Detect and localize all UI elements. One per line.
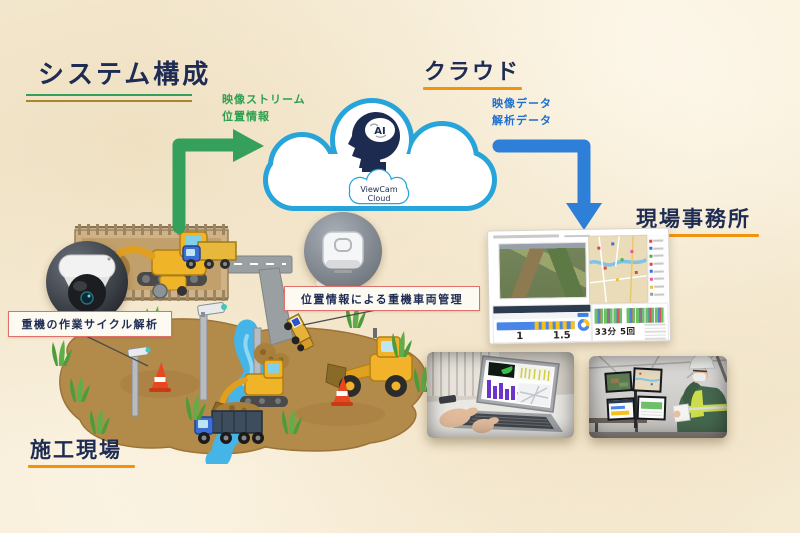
hands (439, 407, 499, 434)
paper (672, 403, 691, 423)
phone-icon (438, 395, 457, 404)
viewcam-cloud-logo: ViewCam Cloud (348, 168, 410, 205)
upload-flow-line2: 位置情報 (222, 110, 270, 123)
map-marker (597, 246, 601, 250)
stripe-chart-block (626, 307, 665, 324)
floor (589, 432, 727, 438)
site-office-underline (635, 234, 759, 237)
laptop-analysis-photo (427, 352, 574, 438)
raised-arm (683, 381, 701, 406)
monitor-stand (634, 368, 637, 428)
pane-button (577, 312, 589, 318)
gps-truck-icon (284, 313, 314, 352)
helmet-icon (688, 356, 716, 370)
download-flow-line2: 解析データ (492, 114, 552, 127)
map-marker (620, 258, 624, 262)
upload-flow-label: 映像ストリーム 位置情報 (222, 91, 306, 125)
camera-analysis-callout: 重機の作業サイクル解析 (8, 311, 172, 337)
map-marker (615, 278, 619, 282)
dump-truck-icon (182, 241, 237, 269)
construction-site-illustration (52, 224, 434, 464)
ai-label: AI (374, 126, 385, 137)
map-marker (611, 242, 615, 246)
laptop-icon (453, 355, 563, 432)
map-pane (588, 234, 649, 304)
window-title-placeholder (493, 234, 560, 239)
download-arrow (492, 139, 602, 230)
stripe-chart-block (594, 308, 623, 324)
cycle-donut-chart (577, 318, 590, 332)
worker (672, 356, 727, 438)
map-marker (630, 250, 634, 254)
desk (589, 418, 647, 423)
map-marker (603, 266, 607, 270)
title-underline (26, 94, 192, 102)
pane-toolbar (493, 311, 591, 320)
monitor-wall (604, 367, 667, 421)
gps-management-callout: 位置情報による重機車両管理 (284, 286, 480, 311)
cycle-average-value: 1.5 (552, 330, 571, 342)
wheel-loader-icon (325, 328, 413, 397)
download-flow-line1: 映像データ (492, 97, 552, 110)
roller-icon (152, 275, 187, 299)
upload-arrow (172, 129, 264, 234)
tent-frame (589, 356, 727, 383)
laptop-photo-graphic (427, 352, 574, 438)
map-marker (634, 270, 638, 275)
cycle-count-value: 1 (516, 330, 524, 343)
ai-head-icon: AI (348, 112, 400, 172)
site-office-heading: 現場事務所 (636, 207, 751, 231)
gps-tracker-icon (322, 231, 364, 273)
dashboard-screenshot: 1 1.5 33分 5回 (487, 227, 671, 345)
download-flow-label: 映像データ 解析データ (492, 95, 552, 129)
site-office-worker-photo (589, 356, 727, 438)
cycle-timeline (496, 321, 575, 331)
duration-stat-value: 33分 5回 (594, 327, 636, 338)
construction-site-underline (28, 465, 135, 468)
upload-flow-line1: 映像ストリーム (222, 93, 306, 106)
cctv-camera-icon (197, 301, 227, 317)
cloud-shape: AI ViewCam Cloud (263, 98, 497, 211)
cycle-analysis-pane: 1 1.5 (492, 303, 592, 345)
dump-truck-icon (194, 402, 264, 444)
summary-table-placeholder (644, 323, 666, 340)
camera-pole-a (197, 301, 227, 401)
cycle-count-stat: 1 (500, 330, 540, 345)
construction-site-heading: 施工現場 (30, 438, 122, 462)
cycle-average-stat: 1.5 (542, 330, 582, 345)
cloud-underline (423, 87, 522, 90)
logo-line1: ViewCam (360, 185, 397, 194)
map-legend (647, 234, 669, 301)
worker-photo-graphic (589, 356, 727, 438)
mask (693, 373, 706, 381)
window-subtitle-placeholder (564, 234, 591, 238)
ptz-camera-icon (58, 254, 116, 312)
logo-line2: Cloud (368, 194, 391, 203)
ptz-camera-photo (46, 241, 128, 323)
duration-chart-pane: 33分 5回 (591, 302, 669, 342)
aerial-photo-pane (498, 241, 588, 300)
page-title: システム構成 (38, 60, 212, 90)
gps-device-photo (304, 212, 382, 290)
cloud-heading: クラウド (424, 60, 521, 85)
